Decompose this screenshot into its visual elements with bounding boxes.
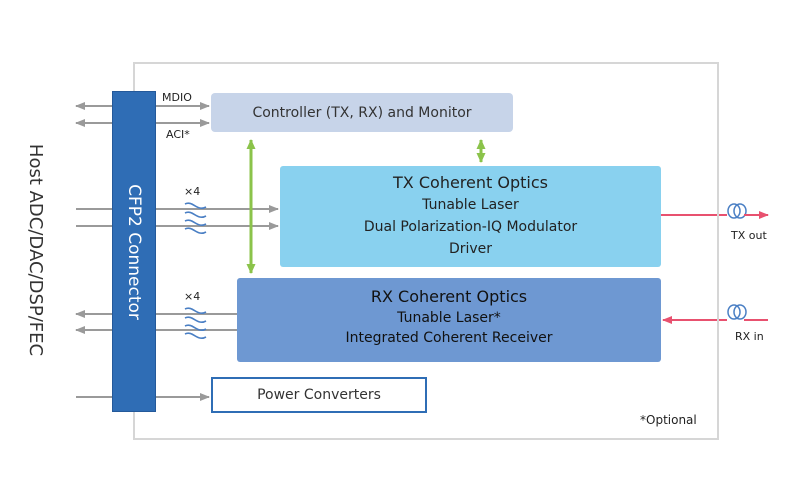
rx-lane-bundle-icon xyxy=(184,307,207,339)
tx-lane-bundle-icon xyxy=(184,202,207,234)
cfp2-connector: CFP2 Connector xyxy=(112,91,156,412)
rx-block-title: RX Coherent Optics xyxy=(370,287,528,306)
tx-out-label: TX out xyxy=(731,229,767,242)
rx-in-label: RX in xyxy=(735,330,764,343)
tx-block-line-1: Tunable Laser xyxy=(422,197,519,213)
tx-lane-count: ×4 xyxy=(184,185,201,198)
host-label: Host ADC/DAC/DSP/FEC xyxy=(25,143,46,357)
tx-block-title: TX Coherent Optics xyxy=(393,173,548,192)
connector-label: CFP2 Connector xyxy=(124,183,144,320)
power-converters-block: Power Converters xyxy=(211,377,427,413)
aci-label: ACI* xyxy=(166,128,190,141)
power-label: Power Converters xyxy=(257,387,381,403)
tx-block-line-3: Driver xyxy=(448,241,493,257)
rx-fiber-coil-icon xyxy=(727,304,747,320)
tx-block-line-2: Dual Polarization-IQ Modulator xyxy=(363,219,578,235)
rx-coherent-optics-block: RX Coherent Optics Tunable Laser* Integr… xyxy=(237,278,661,362)
rx-block-line-2: Integrated Coherent Receiver xyxy=(345,330,553,346)
tx-fiber-coil-icon xyxy=(727,203,747,219)
rx-lane-count: ×4 xyxy=(184,290,201,303)
optional-footnote: *Optional xyxy=(640,413,697,427)
rx-block-line-1: Tunable Laser* xyxy=(397,310,501,326)
tx-coherent-optics-block: TX Coherent Optics Tunable Laser Dual Po… xyxy=(280,166,661,267)
mdio-label: MDIO xyxy=(162,91,192,104)
controller-block: Controller (TX, RX) and Monitor xyxy=(211,93,513,132)
controller-label: Controller (TX, RX) and Monitor xyxy=(252,104,472,121)
